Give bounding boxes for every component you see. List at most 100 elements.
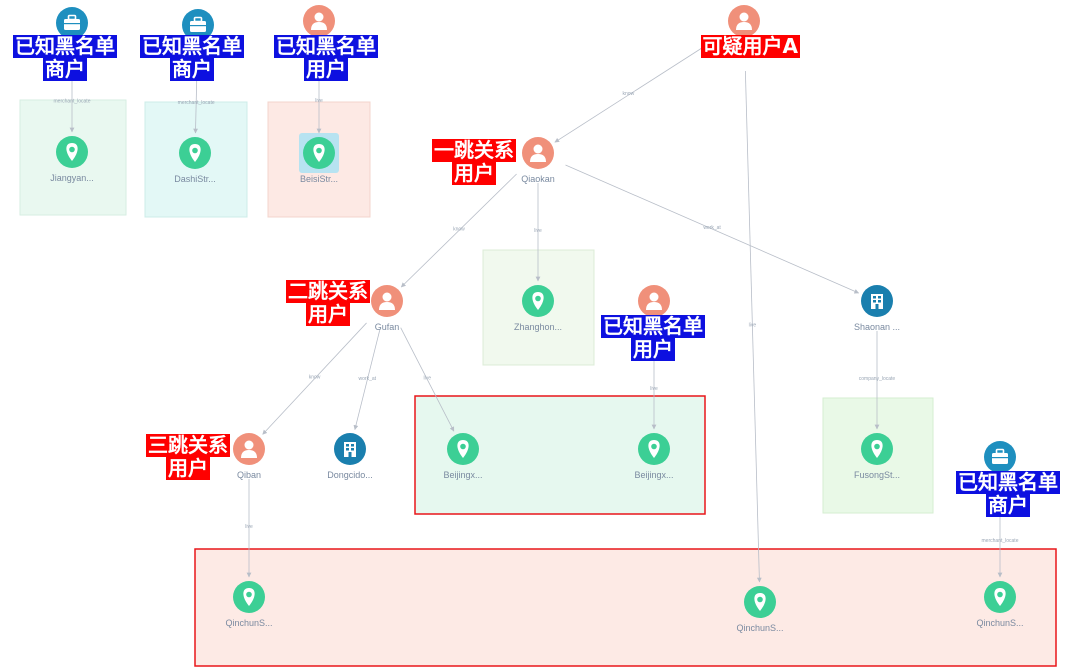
person-icon	[736, 12, 752, 30]
edge-ua-qc2	[744, 70, 762, 583]
annotation-gufan: 二跳关系用户	[286, 280, 370, 326]
node-gufan[interactable]: Gufan	[371, 285, 403, 332]
briefcase-icon	[190, 16, 206, 32]
edge-gufan-bj1	[400, 327, 455, 432]
annotation-line: 用户	[166, 456, 210, 480]
node-bj2[interactable]: Beijingx...	[634, 433, 674, 480]
node-u1[interactable]	[303, 5, 335, 37]
building-icon	[344, 442, 356, 457]
annotation-line: 商户	[170, 57, 214, 81]
annotation-line: 二跳关系	[286, 279, 370, 303]
briefcase-icon	[992, 448, 1008, 464]
node-m2[interactable]	[182, 9, 214, 41]
annotation-u1: 已知黑名单用户	[274, 35, 378, 81]
annotation-qiban: 三跳关系用户	[146, 434, 230, 480]
edge-label: know	[453, 226, 465, 232]
annotation-m1: 已知黑名单商户	[13, 35, 117, 81]
node-label: Qiban	[237, 470, 261, 480]
edge-label: work_at	[359, 376, 377, 382]
person-icon	[646, 292, 662, 310]
map-pin-icon	[532, 292, 544, 310]
map-pin-icon	[754, 593, 766, 611]
annotation-line: 用户	[631, 337, 675, 361]
annotation-line: 已知黑名单	[274, 34, 378, 58]
annotation-m2: 已知黑名单商户	[140, 35, 244, 81]
edge-gufan-dongcido	[353, 330, 381, 431]
edge-label: work_at	[703, 225, 721, 231]
annotation-line: 商户	[986, 493, 1030, 517]
edge-m2-l2	[193, 74, 198, 134]
annotation-line: 已知黑名单	[13, 34, 117, 58]
node-label: BeisiStr...	[300, 174, 338, 184]
node-u2[interactable]	[638, 285, 670, 317]
node-shaonan[interactable]: Shaonan ...	[854, 285, 900, 332]
node-l1[interactable]: Jiangyan...	[50, 136, 94, 183]
map-pin-icon	[243, 588, 255, 606]
edge-label: merchant_locate	[982, 538, 1019, 544]
node-qc2[interactable]: QinchunS...	[736, 586, 784, 633]
annotation-line: 已知黑名单	[601, 314, 705, 338]
map-pin-icon	[457, 440, 469, 458]
edge-ua-qiaokan	[554, 47, 703, 143]
cluster-layer	[19, 99, 1057, 667]
node-ua[interactable]	[728, 5, 760, 37]
node-label: FusongSt...	[854, 470, 900, 480]
person-icon	[311, 12, 327, 30]
node-zhanghon[interactable]: Zhanghon...	[514, 285, 562, 332]
edge-label: live	[650, 386, 658, 392]
briefcase-icon	[64, 14, 80, 30]
node-label: DashiStr...	[174, 174, 216, 184]
edge-gufan-qiban	[262, 322, 367, 435]
annotation-line: 用户	[452, 161, 496, 185]
edge-label: know	[309, 375, 321, 381]
node-qiaokan[interactable]: Qiaokan	[521, 137, 555, 184]
node-dongcido[interactable]: Dongcido...	[327, 433, 373, 480]
annotation-ua: 可疑用户A	[700, 35, 800, 58]
node-fusong[interactable]: FusongSt...	[854, 433, 900, 480]
edge-label: know	[623, 91, 635, 97]
edge-qiaokan-gufan	[400, 173, 517, 288]
edge-label: live	[315, 98, 323, 104]
map-pin-icon	[648, 440, 660, 458]
node-l3[interactable]: BeisiStr...	[300, 137, 338, 184]
node-qiban[interactable]: Qiban	[233, 433, 265, 480]
annotation-line: 一跳关系	[432, 138, 516, 162]
node-layer: Jiangyan... DashiStr... BeisiStr... Qiaokan…	[50, 5, 1024, 633]
node-label: Gufan	[375, 322, 400, 332]
node-m3[interactable]	[984, 441, 1016, 473]
node-label: QinchunS...	[225, 618, 272, 628]
edge-label: merchant_locate	[54, 99, 91, 105]
map-pin-icon	[313, 144, 325, 162]
node-label: QinchunS...	[976, 618, 1023, 628]
node-bj1[interactable]: Beijingx...	[443, 433, 483, 480]
annotation-line: 三跳关系	[146, 433, 230, 457]
annotation-m3: 已知黑名单商户	[956, 471, 1060, 517]
node-label: Zhanghon...	[514, 322, 562, 332]
edge-label: company_locate	[859, 376, 896, 382]
node-qc1[interactable]: QinchunS...	[225, 581, 273, 628]
person-icon	[241, 440, 257, 458]
annotation-line: 用户	[304, 57, 348, 81]
node-label: Beijingx...	[443, 470, 482, 480]
node-qc3[interactable]: QinchunS...	[976, 581, 1024, 628]
node-label: Qiaokan	[521, 174, 555, 184]
annotation-qiaokan: 一跳关系用户	[432, 139, 516, 185]
edge-qiaokan-shaonan	[565, 164, 860, 294]
edge-label: live	[749, 322, 757, 328]
node-m1[interactable]	[56, 7, 88, 39]
map-pin-icon	[871, 440, 883, 458]
edge-label: live	[534, 228, 542, 234]
map-pin-icon	[66, 143, 78, 161]
annotation-u2: 已知黑名单用户	[601, 315, 705, 361]
node-label: Jiangyan...	[50, 173, 94, 183]
person-icon	[530, 144, 546, 162]
map-pin-icon	[189, 144, 201, 162]
annotation-line: 已知黑名单	[956, 470, 1060, 494]
building-icon	[871, 294, 883, 309]
person-icon	[379, 292, 395, 310]
node-label: Shaonan ...	[854, 322, 900, 332]
node-label: QinchunS...	[736, 623, 783, 633]
node-l2[interactable]: DashiStr...	[174, 137, 216, 184]
